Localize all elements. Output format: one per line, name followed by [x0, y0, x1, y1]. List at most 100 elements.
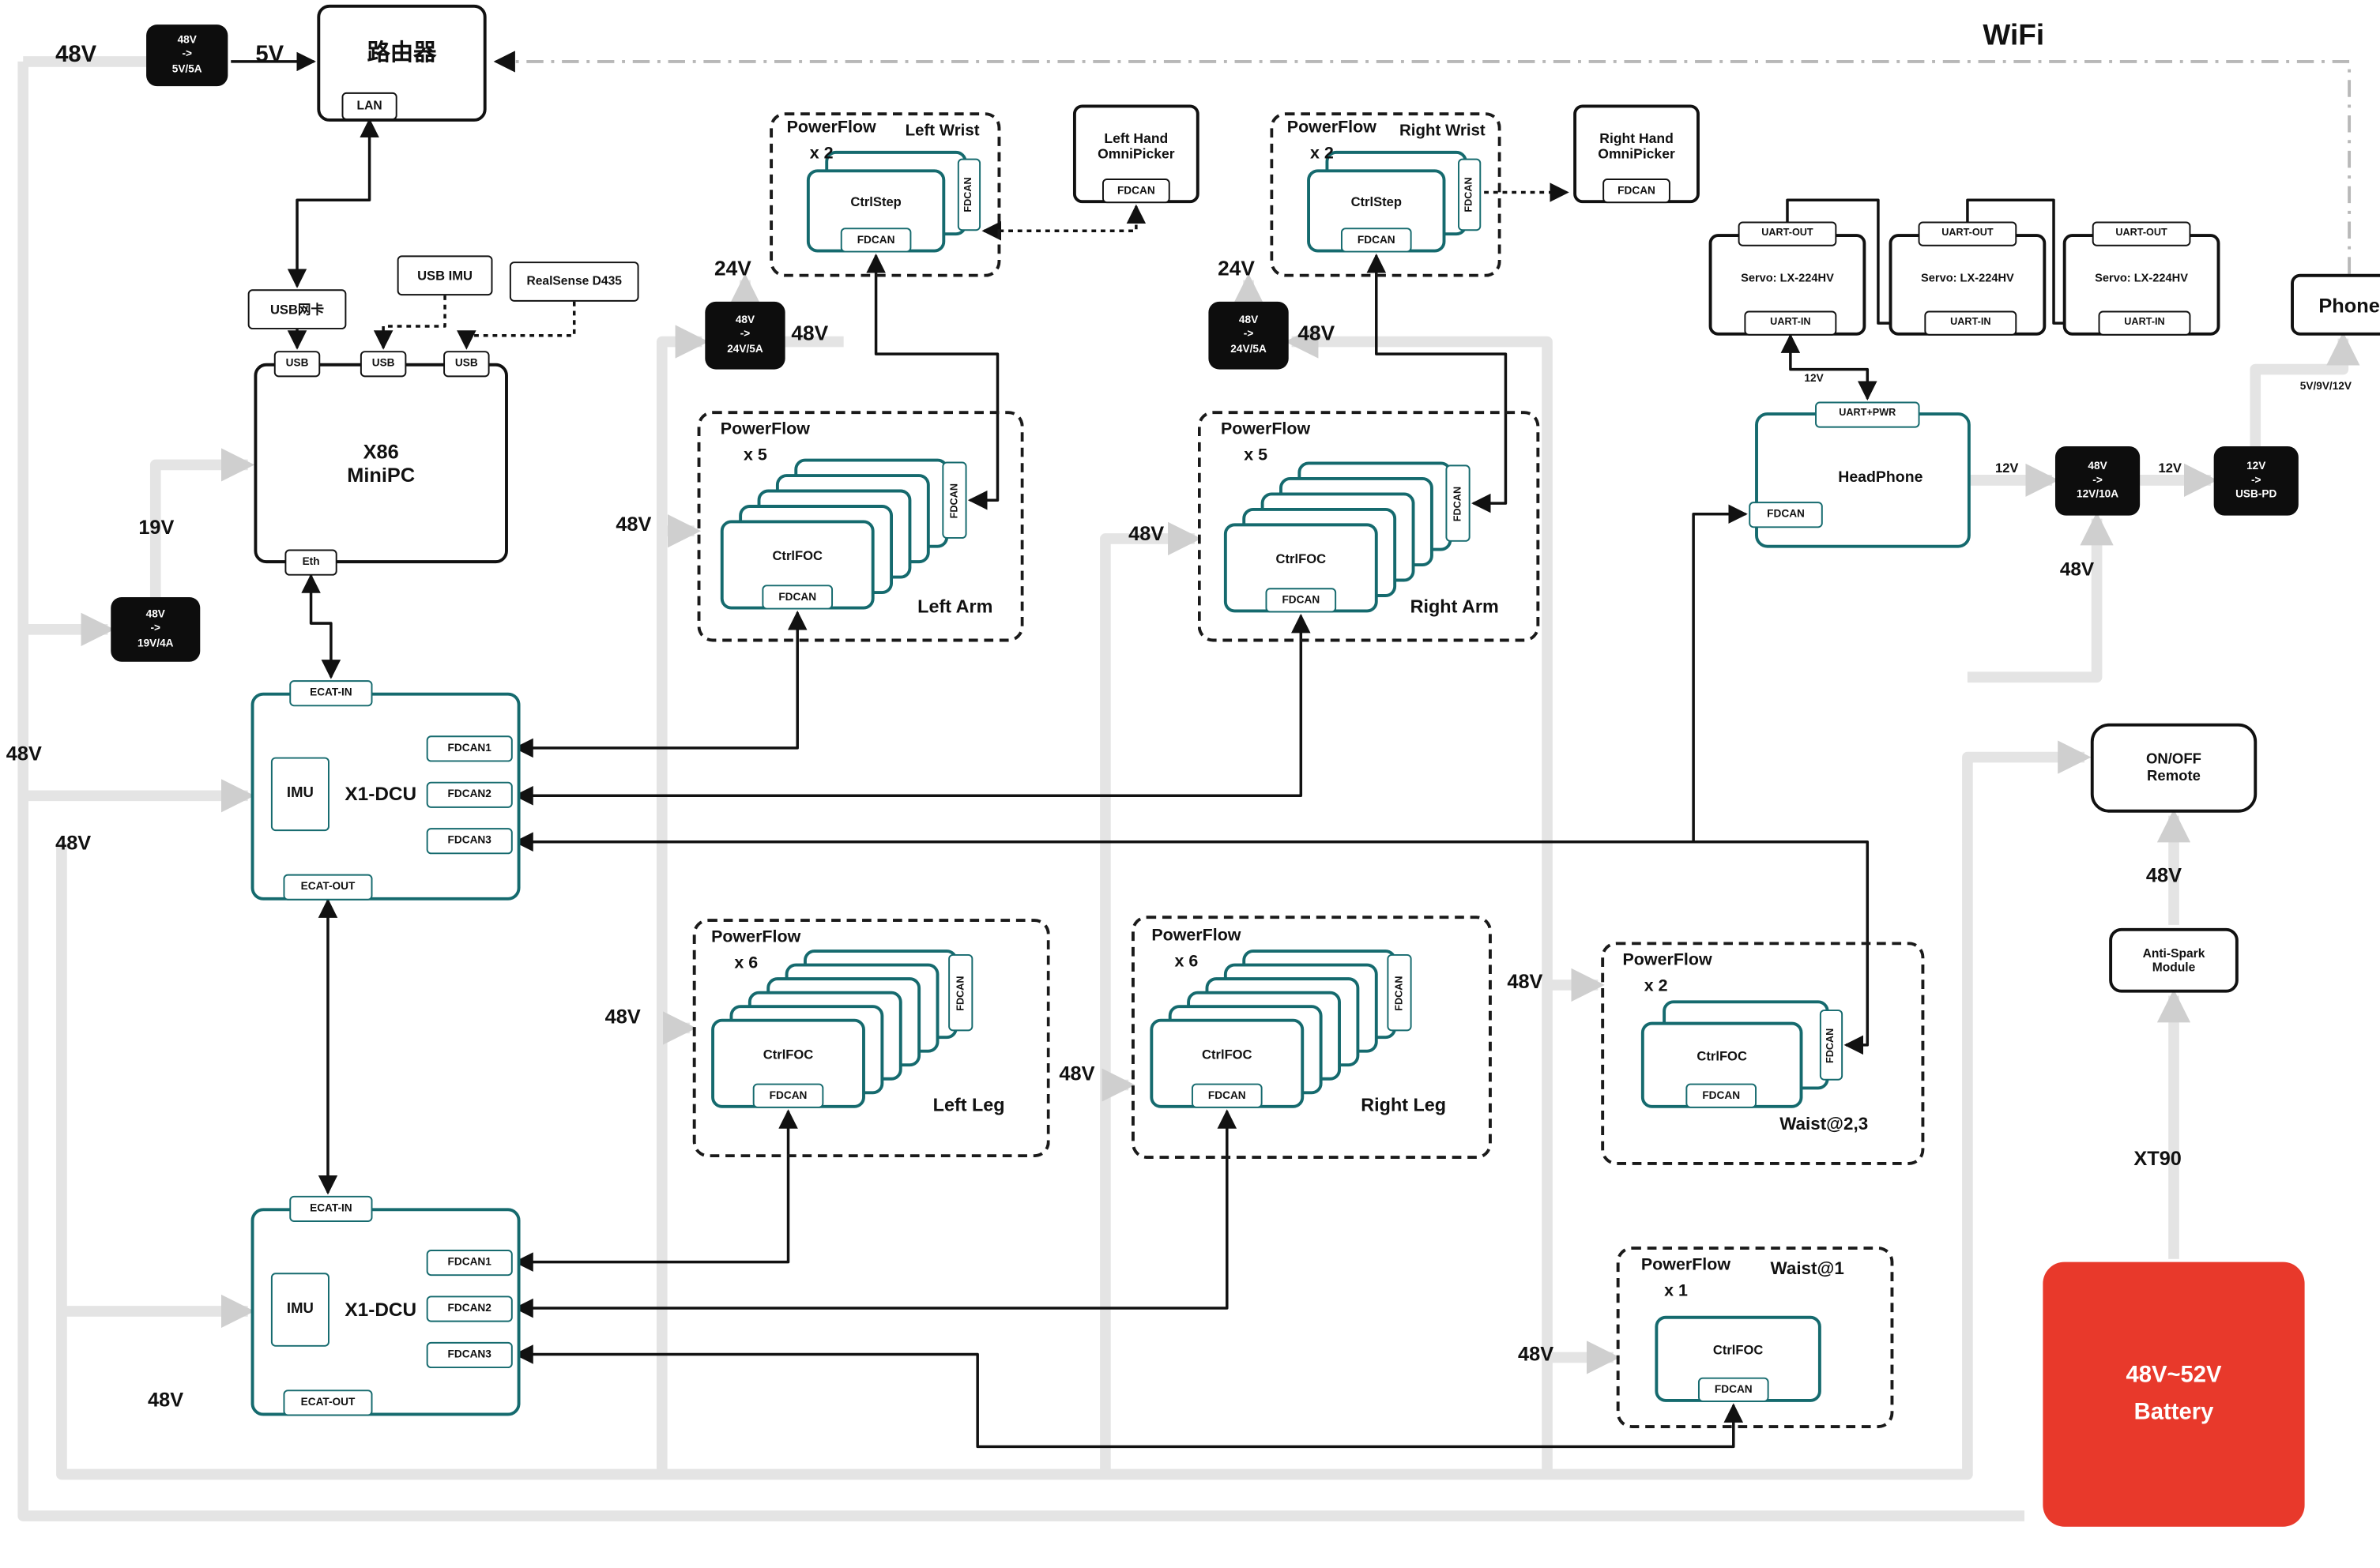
group-name: Left Arm	[917, 595, 993, 618]
fdcan3-port: FDCAN3	[426, 1341, 513, 1369]
converter-12v-usbpd: 12V -> USB-PD	[2213, 446, 2299, 516]
group-count: x 6	[734, 953, 759, 973]
fdcan2-port: FDCAN2	[426, 1295, 513, 1322]
fdcan-port: FDCAN	[1685, 1083, 1757, 1108]
ecat-in-port: ECAT-IN	[289, 1195, 373, 1222]
realsense-node: RealSense D435	[509, 261, 639, 302]
minipc-line2: MiniPC	[347, 463, 416, 487]
imu-module: IMU	[270, 757, 330, 832]
wire-leftwrist-leftarm	[866, 253, 1000, 510]
fdcan-vport: FDCAN	[957, 158, 981, 231]
phone-node: Phone	[2291, 273, 2380, 336]
group-title: PowerFlow	[720, 419, 810, 439]
minipc-line1: X86	[363, 440, 399, 464]
label-48v-dcu-bottom: 48V	[148, 1388, 184, 1412]
x1-dcu-top-label: X1-DCU	[345, 783, 417, 805]
label-xt90: XT90	[2133, 1146, 2182, 1170]
fdcan-vport: FDCAN	[1387, 953, 1412, 1032]
wire-eth-ecat	[301, 573, 341, 679]
group-name: Waist@1	[1770, 1260, 1844, 1280]
converter-48v-24v-right: 48V -> 24V/5A	[1208, 301, 1289, 370]
fdcan-port: FDCAN	[752, 1083, 824, 1108]
right-hand-node: Right Hand OmniPicker	[1573, 104, 1700, 204]
uart-in-port: UART-IN	[1744, 310, 1837, 336]
eth-port: Eth	[284, 549, 337, 576]
wire-fdcan3-headphone	[1692, 504, 1748, 842]
fdcan-port: FDCAN	[1749, 502, 1823, 528]
group-name: Left Wrist	[905, 121, 980, 141]
conv-in: 48V	[177, 36, 197, 47]
servo-label: Servo: LX-224HV	[1921, 270, 2014, 285]
group-title: PowerFlow	[786, 118, 876, 137]
label-19v: 19V	[138, 515, 175, 539]
label-phone-volts: 5V/9V/12V	[2299, 382, 2352, 393]
usb-port-2: USB	[360, 351, 407, 378]
label-48v-rightleg: 48V	[1059, 1062, 1095, 1085]
fdcan-port: FDCAN	[762, 585, 834, 610]
servo-label: Servo: LX-224HV	[2095, 270, 2188, 285]
fdcan-port: FDCAN	[1340, 227, 1412, 253]
group-count: x 6	[1174, 952, 1199, 972]
label-12v-b: 12V	[2158, 460, 2182, 476]
wire-main-bus	[17, 61, 2025, 1521]
fdcan-port: FDCAN	[1102, 179, 1170, 204]
wire-wifi	[493, 51, 2352, 274]
minipc-node: X86 MiniPC	[254, 363, 508, 564]
wire-usbimu-usb2	[373, 295, 446, 350]
wire-bus-to-remote	[56, 740, 2092, 1480]
ctrlstep-label: CtrlStep	[850, 194, 902, 209]
group-title: PowerFlow	[1221, 419, 1311, 439]
fdcan-vport: FDCAN	[942, 461, 967, 539]
fdcan1-port: FDCAN1	[426, 735, 513, 762]
converter-48v-12v: 48V -> 12V/10A	[2054, 446, 2141, 516]
imu-module: IMU	[270, 1273, 330, 1347]
label-wifi: WiFi	[1983, 20, 2045, 53]
label-48v-rightarm: 48V	[1128, 521, 1165, 545]
group-count: x 2	[1310, 145, 1334, 164]
group-name: Left Leg	[932, 1094, 1005, 1116]
group-name: Right Leg	[1361, 1094, 1447, 1116]
wire-lan-usbnic	[287, 118, 379, 288]
label-48v-12vconv: 48V	[2059, 558, 2095, 581]
label-24v-left: 24V	[714, 257, 751, 280]
group-title: PowerFlow	[711, 927, 801, 947]
conv-out: 19V/4A	[137, 637, 174, 649]
label-5v: 5V	[255, 41, 284, 68]
wire-48v-to-12v-conv	[1967, 512, 2114, 683]
uart-out-port: UART-OUT	[1918, 221, 2017, 246]
label-48v-conv-right: 48V	[1297, 321, 1335, 345]
label-48v-leftleg: 48V	[604, 1005, 641, 1028]
ecat-out-port: ECAT-OUT	[283, 1389, 373, 1416]
ecat-out-port: ECAT-OUT	[283, 874, 373, 901]
wire-rightwrist-rightarm	[1366, 253, 1508, 513]
conv-out: 5V/5A	[171, 63, 202, 75]
usb-imu-node: USB IMU	[397, 255, 493, 296]
group-title: PowerFlow	[1622, 951, 1712, 970]
group-title: PowerFlow	[1151, 926, 1241, 946]
onoff-remote-node: ON/OFF Remote	[2090, 723, 2258, 813]
uart-out-port: UART-OUT	[1738, 221, 1837, 246]
fdcan-vport: FDCAN	[1445, 464, 1471, 542]
group-title: PowerFlow	[1286, 118, 1376, 137]
wire-lefthand-leftwrist	[981, 204, 1147, 241]
label-48v-conv-left: 48V	[791, 321, 829, 345]
wire-fdcan3-waist1	[514, 1344, 1744, 1449]
group-count: x 5	[744, 446, 767, 465]
uart-pwr-port: UART+PWR	[1815, 401, 1920, 428]
label-48v-leftbus2: 48V	[55, 831, 92, 855]
converter-48v-24v-left: 48V -> 24V/5A	[705, 301, 785, 370]
fdcan-port: FDCAN	[1191, 1083, 1263, 1108]
label-24v-right: 24V	[1218, 257, 1255, 280]
power-wires	[17, 56, 2360, 1521]
label-48v-waist23: 48V	[1507, 969, 1543, 993]
group-count: x 2	[1644, 977, 1668, 996]
usb-port-1: USB	[273, 351, 321, 378]
fdcan1-port: FDCAN1	[426, 1250, 513, 1277]
group-count: x 2	[809, 145, 834, 164]
uart-in-port: UART-IN	[2098, 310, 2191, 336]
uart-in-port: UART-IN	[1924, 310, 2017, 336]
anti-spark-node: Anti-Spark Module	[2109, 927, 2239, 993]
fdcan-vport: FDCAN	[948, 953, 973, 1032]
